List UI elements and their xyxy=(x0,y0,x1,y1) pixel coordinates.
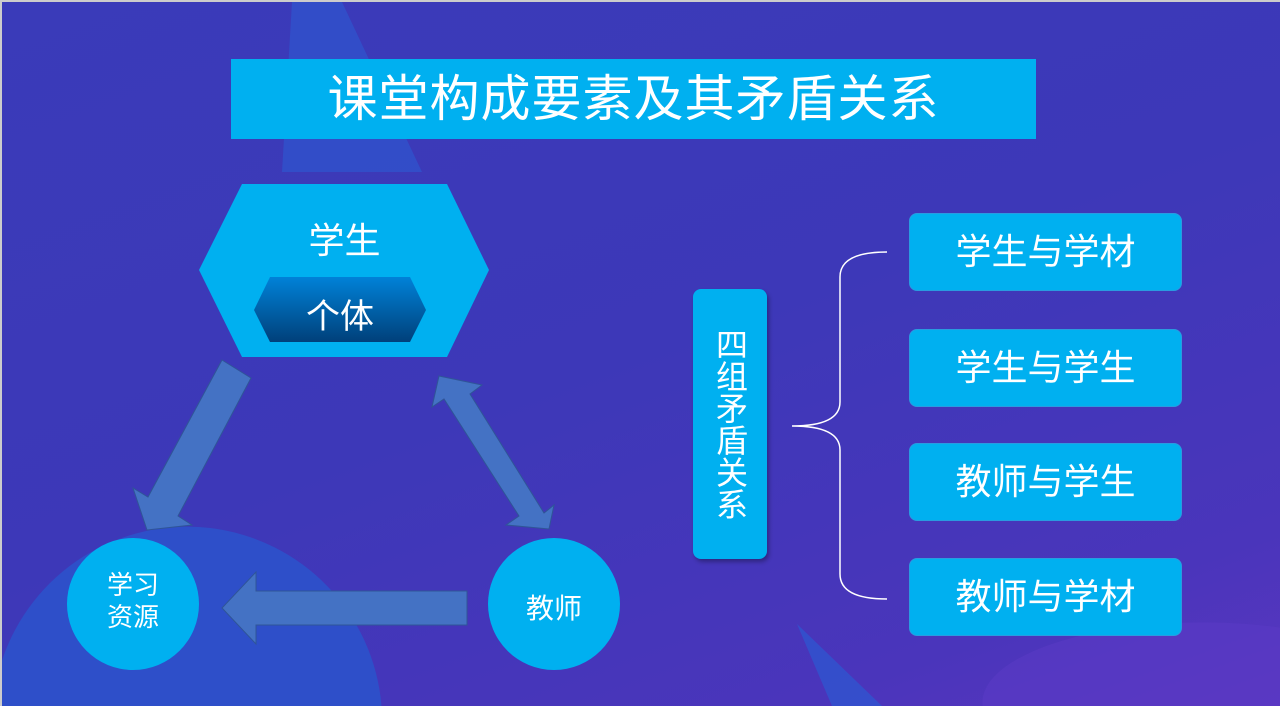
student-label: 学生 xyxy=(308,221,381,262)
relation-item: 教师与学材 xyxy=(909,558,1182,636)
relation-item: 学生与学材 xyxy=(909,213,1182,291)
arrow-student-to-resources xyxy=(132,359,252,531)
relation-item: 教师与学生 xyxy=(909,443,1182,521)
resources-label-line2: 资源 xyxy=(106,603,159,633)
double-arrow-student-teacher xyxy=(431,375,555,530)
bg-decor-circle xyxy=(982,622,1280,706)
teacher-circle xyxy=(488,538,620,670)
resources-label-line1: 学习 xyxy=(106,571,159,601)
individual-label: 个体 xyxy=(306,297,374,337)
teacher-label: 教师 xyxy=(525,592,582,625)
relation-item: 学生与学生 xyxy=(909,329,1182,407)
brace xyxy=(791,251,888,600)
relations-label-box: 四组矛盾关系 xyxy=(693,289,767,559)
resources-label: 学习资源 xyxy=(73,570,193,634)
individual-hexagon xyxy=(254,277,426,342)
bg-decor-shape xyxy=(797,624,882,706)
arrow-teacher-to-resources xyxy=(221,570,468,646)
resources-circle xyxy=(67,538,199,670)
page-title: 课堂构成要素及其矛盾关系 xyxy=(231,59,1036,139)
